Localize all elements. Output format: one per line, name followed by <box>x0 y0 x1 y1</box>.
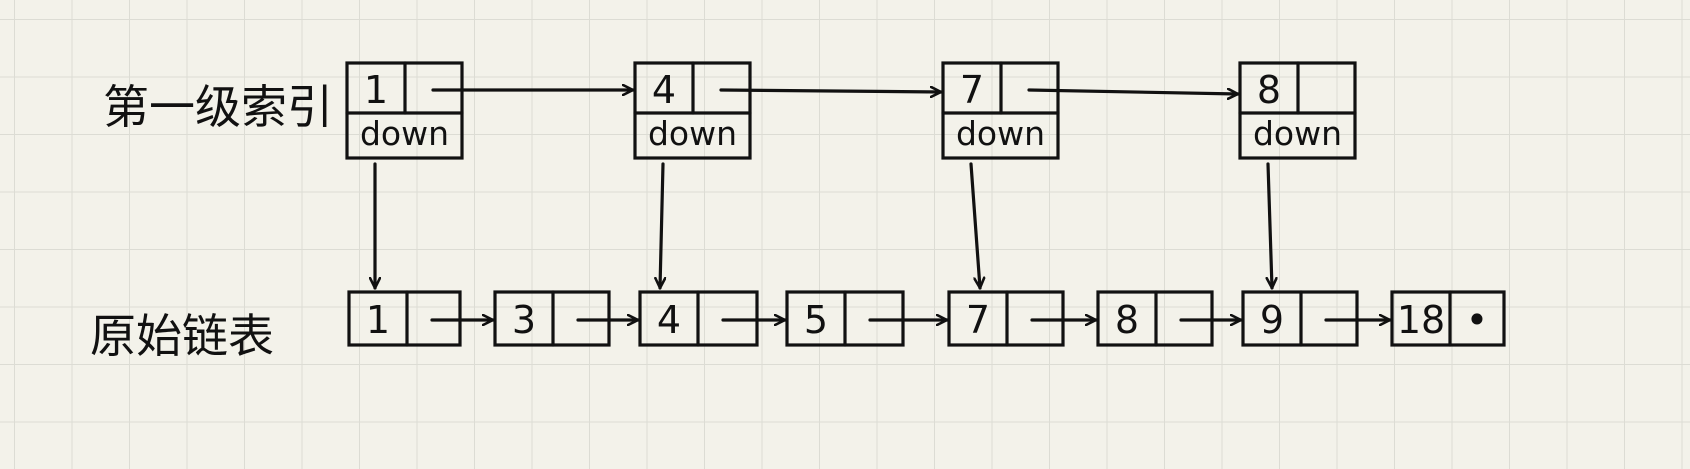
index-node-down-label: down <box>360 114 449 153</box>
list-node: 5 <box>785 290 905 347</box>
list-node-value: 7 <box>966 298 990 342</box>
list-node: 3 <box>493 290 611 347</box>
down-arrow <box>969 162 980 290</box>
down-arrow <box>1268 162 1272 290</box>
pointer-arrows <box>375 90 1392 320</box>
index-node-value: 7 <box>960 68 984 112</box>
list-node-value: 4 <box>657 298 681 342</box>
down-arrow <box>660 162 663 290</box>
list-node-value: 3 <box>512 298 536 342</box>
list-node: 18 • <box>1390 290 1506 347</box>
index-node-value: 1 <box>364 68 388 112</box>
list-node: 8 <box>1096 290 1214 347</box>
list-node-value: 8 <box>1115 298 1139 342</box>
index-next-arrow <box>719 90 943 92</box>
index-level-label: 第一级索引 <box>103 80 333 134</box>
list-node-value: 9 <box>1260 298 1284 342</box>
list-node-value: 5 <box>804 298 828 342</box>
index-node-down-label: down <box>1253 114 1342 153</box>
index-node-down-label: down <box>956 114 1045 153</box>
index-node-value: 8 <box>1257 68 1281 112</box>
list-node: 7 <box>947 290 1065 347</box>
index-node-value: 4 <box>652 68 676 112</box>
list-node-value: 18 <box>1397 298 1445 342</box>
list-node-value: 1 <box>366 298 390 342</box>
list-node-box <box>1390 290 1506 347</box>
index-next-arrow <box>1027 90 1240 94</box>
original-list-label: 原始链表 <box>90 309 274 363</box>
index-node-down-label: down <box>648 114 737 153</box>
null-pointer-marker: • <box>1466 298 1488 342</box>
